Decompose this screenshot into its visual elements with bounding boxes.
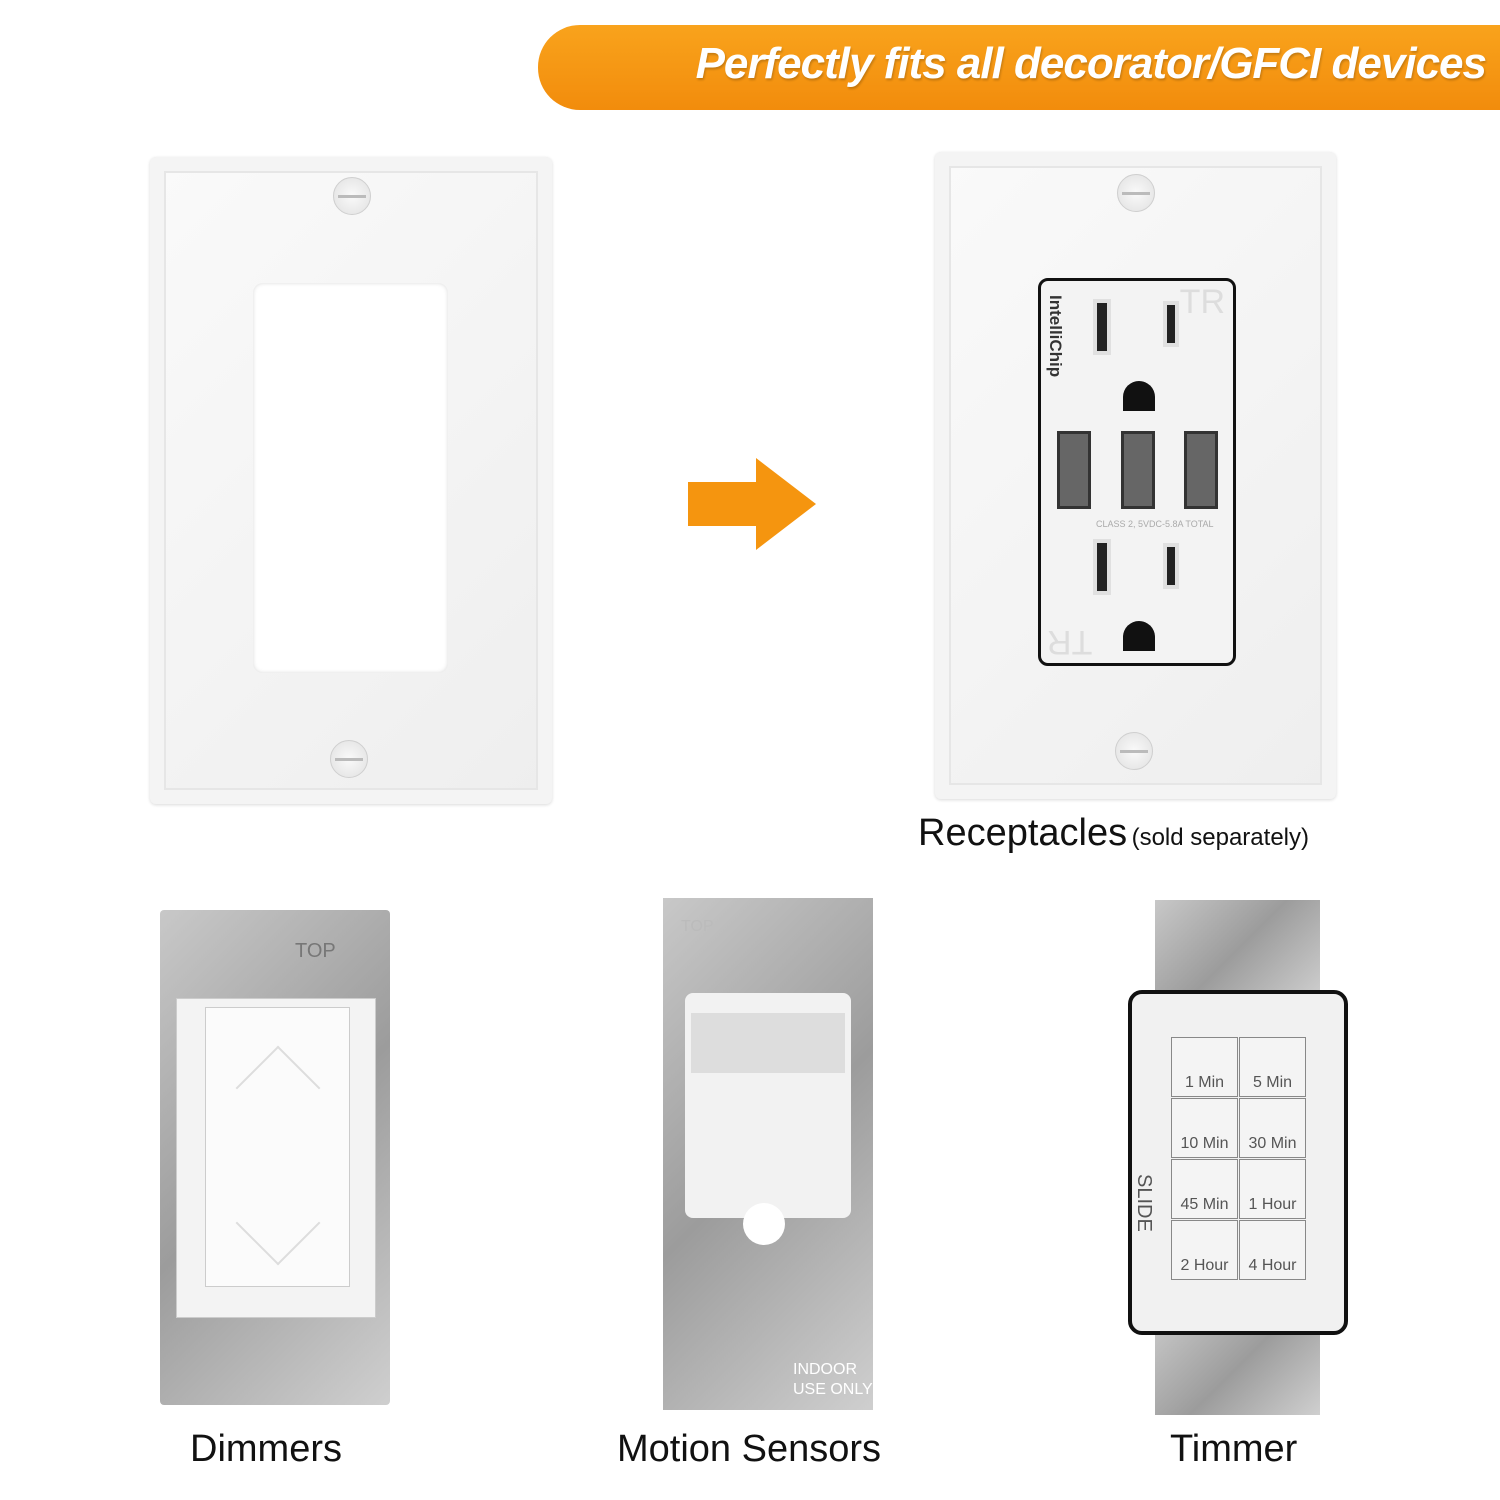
brand-logo: IntelliChip xyxy=(1046,295,1065,378)
arrow-right-icon xyxy=(688,458,816,550)
motion-sensor: TOP INDOOR USE ONLY xyxy=(663,898,873,1410)
banner-text: Perfectly fits all decorator/GFCI device… xyxy=(695,39,1487,88)
screw-icon xyxy=(1115,732,1153,770)
wallplate-opening xyxy=(253,283,448,673)
usb-port xyxy=(1057,431,1091,509)
caption-note: (sold separately) xyxy=(1131,824,1309,851)
indoor-text: INDOOR xyxy=(793,1361,857,1378)
motion-caption: Motion Sensors xyxy=(617,1428,882,1470)
usb-rating: CLASS 2, 5VDC-5.8A TOTAL xyxy=(1096,519,1214,529)
screw-icon xyxy=(333,177,371,215)
timer-button-1-hour[interactable]: 1 Hour xyxy=(1239,1159,1306,1219)
dimmer-caption: Dimmers xyxy=(190,1428,342,1470)
slide-label: SLIDE xyxy=(1133,1174,1155,1232)
timer-button-2-hour[interactable]: 2 Hour xyxy=(1171,1220,1238,1280)
indoor-label: INDOOR USE ONLY xyxy=(793,1360,873,1400)
outlet-slot xyxy=(1163,543,1179,589)
dimmer-paddle xyxy=(205,1007,350,1287)
ground-hole xyxy=(1123,621,1155,651)
timer-caption: Timmer xyxy=(1170,1428,1298,1470)
screw-icon xyxy=(330,740,368,778)
dimmer-switch: TOP xyxy=(160,910,390,1405)
timer-strap-bottom xyxy=(1155,1320,1320,1415)
timer-button-1-min[interactable]: 1 Min xyxy=(1171,1037,1238,1097)
outlet-slot xyxy=(1093,539,1111,595)
receptacle-caption: Receptacles (sold separately) xyxy=(918,812,1309,855)
usb-port xyxy=(1121,431,1155,509)
sensor-body xyxy=(685,993,851,1245)
outlet-slot xyxy=(1093,299,1111,355)
use-only-text: USE ONLY xyxy=(793,1381,873,1398)
usb-receptacle: IntelliChip TR CLASS 2, 5VDC-5.8A TOTAL … xyxy=(1038,278,1236,666)
countdown-timer: SLIDE xyxy=(1128,990,1348,1335)
chevron-down-icon xyxy=(235,1180,321,1266)
tr-mark: TR xyxy=(1047,623,1093,661)
timer-button-10-min[interactable]: 10 Min xyxy=(1171,1098,1238,1158)
outlet-slot xyxy=(1163,301,1179,347)
top-mark: TOP xyxy=(295,940,336,962)
top-mark: TOP xyxy=(681,918,714,935)
chevron-up-icon xyxy=(235,1045,321,1131)
sensor-lens xyxy=(691,1013,845,1073)
banner: Perfectly fits all decorator/GFCI device… xyxy=(538,25,1500,110)
ground-hole xyxy=(1123,381,1155,411)
timer-button-4-hour[interactable]: 4 Hour xyxy=(1239,1220,1306,1280)
timer-button-30-min[interactable]: 30 Min xyxy=(1239,1098,1306,1158)
tr-mark: TR xyxy=(1179,283,1225,321)
timer-strap-top xyxy=(1155,900,1320,1000)
usb-port xyxy=(1184,431,1218,509)
timer-button-45-min[interactable]: 45 Min xyxy=(1171,1159,1238,1219)
caption-label: Receptacles xyxy=(918,812,1128,854)
timer-button-5-min[interactable]: 5 Min xyxy=(1239,1037,1306,1097)
dimmer-body xyxy=(176,998,376,1318)
sensor-button xyxy=(743,1203,785,1245)
screw-icon xyxy=(1117,174,1155,212)
